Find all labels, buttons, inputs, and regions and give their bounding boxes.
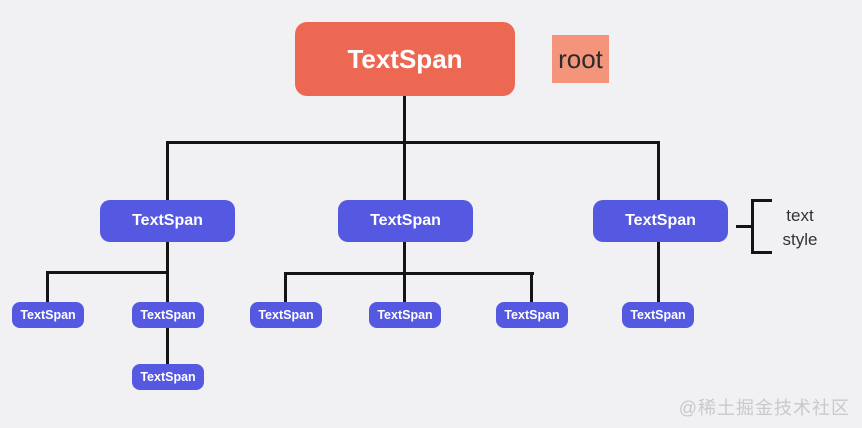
level3-node: TextSpan (250, 302, 322, 328)
root-tag-label: root (552, 35, 609, 83)
annotation-bracket (751, 251, 772, 254)
connector-line (166, 328, 169, 364)
connector-line (46, 271, 169, 274)
annotation-bracket (751, 199, 772, 202)
connector-line (166, 141, 660, 144)
level3-node: TextSpan (132, 302, 204, 328)
level4-node: TextSpan (132, 364, 204, 390)
connector-line (403, 96, 406, 143)
level2-node-right: TextSpan (593, 200, 728, 242)
annotation-line-2: style (782, 230, 818, 249)
connector-line (166, 242, 169, 274)
connector-line (657, 242, 660, 302)
connector-line (403, 242, 406, 274)
connector-line (403, 274, 406, 302)
connector-line (284, 272, 534, 275)
watermark: @稀土掘金技术社区 (678, 398, 850, 418)
connector-line (657, 141, 660, 200)
level2-node-left: TextSpan (100, 200, 235, 242)
connector-line (166, 141, 169, 200)
annotation-bracket (751, 199, 754, 254)
connector-line (46, 271, 49, 302)
level3-node: TextSpan (369, 302, 441, 328)
connector-line (403, 143, 406, 200)
connector-line (166, 273, 169, 302)
annotation-text: text style (766, 204, 834, 252)
root-node: TextSpan (295, 22, 515, 96)
level2-node-middle: TextSpan (338, 200, 473, 242)
annotation-line-1: text (786, 206, 814, 225)
connector-line (284, 272, 287, 302)
level3-node: TextSpan (12, 302, 84, 328)
level3-node: TextSpan (622, 302, 694, 328)
connector-line (530, 272, 533, 302)
level3-node: TextSpan (496, 302, 568, 328)
annotation-bracket (736, 225, 751, 228)
